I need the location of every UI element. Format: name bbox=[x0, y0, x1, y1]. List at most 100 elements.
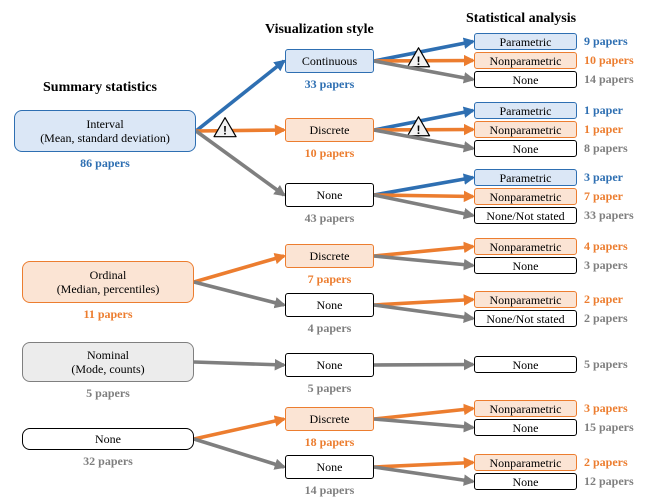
analysis-count: 15 papers bbox=[584, 420, 634, 434]
summary-node-ordinal: Ordinal (Median, percentiles) bbox=[22, 261, 194, 303]
analysis-count: 2 paper bbox=[584, 292, 623, 306]
visualization-node-interval-continuous: Continuous bbox=[285, 49, 374, 73]
flow-arrow bbox=[373, 403, 476, 421]
flow-arrow bbox=[373, 193, 476, 220]
analysis-label: Parametric bbox=[499, 103, 552, 118]
visualization-label: None bbox=[316, 298, 343, 312]
visualization-node-none-discrete: Discrete bbox=[285, 407, 374, 431]
flow-arrow bbox=[373, 358, 476, 371]
flow-arrow bbox=[373, 241, 476, 258]
flow-arrow bbox=[195, 124, 287, 136]
analysis-label: None bbox=[512, 357, 539, 372]
analysis-label: None bbox=[512, 141, 539, 156]
analysis-node-a10: Nonparametric bbox=[474, 238, 577, 255]
analysis-label: None/Not stated bbox=[486, 208, 565, 223]
flow-arrow bbox=[373, 294, 476, 307]
analysis-count: 1 paper bbox=[584, 122, 623, 136]
analysis-label: Nonparametric bbox=[489, 292, 562, 307]
visualization-label: None bbox=[316, 358, 343, 372]
flow-arrow bbox=[373, 303, 476, 323]
analysis-node-a9: None/Not stated bbox=[474, 207, 577, 224]
flow-arrow bbox=[373, 128, 476, 153]
flow-arrow bbox=[373, 465, 476, 486]
analysis-count: 1 paper bbox=[584, 103, 623, 117]
analysis-count: 12 papers bbox=[584, 474, 634, 488]
summary-label: Ordinal (Median, percentiles) bbox=[56, 268, 160, 296]
visualization-count: 5 papers bbox=[307, 381, 352, 395]
visualization-label: None bbox=[316, 188, 343, 202]
analysis-label: None bbox=[512, 420, 539, 435]
visualization-count: 43 papers bbox=[304, 211, 355, 225]
analysis-label: Nonparametric bbox=[489, 455, 562, 470]
analysis-node-a11: None bbox=[474, 257, 577, 274]
visualization-header: Visualization style bbox=[265, 22, 374, 37]
analysis-node-a8: Nonparametric bbox=[474, 188, 577, 205]
flow-arrow bbox=[194, 129, 286, 197]
visualization-count: 18 papers bbox=[304, 435, 355, 449]
warning-triangle-icon: ! bbox=[406, 47, 431, 68]
summary-count: 11 papers bbox=[83, 307, 133, 321]
visualization-node-nominal-none: None bbox=[285, 353, 374, 377]
flow-arrow bbox=[373, 190, 476, 203]
warning-triangle-icon: ! bbox=[213, 117, 237, 138]
analysis-label: None bbox=[512, 474, 539, 489]
analysis-count: 10 papers bbox=[584, 53, 634, 67]
visualization-count: 10 papers bbox=[304, 146, 355, 160]
analysis-label: Parametric bbox=[499, 34, 552, 49]
visualization-label: Discrete bbox=[309, 249, 350, 263]
analysis-node-a6: None bbox=[474, 140, 577, 157]
flow-arrow bbox=[373, 37, 476, 63]
flow-arrow bbox=[194, 59, 286, 133]
visualization-count: 14 papers bbox=[304, 483, 355, 497]
analysis-label: Parametric bbox=[499, 170, 552, 185]
analysis-node-a13: None/Not stated bbox=[474, 310, 577, 327]
analysis-count: 3 papers bbox=[584, 258, 628, 272]
summary-label: Interval (Mean, standard deviation) bbox=[40, 117, 170, 145]
svg-text:!: ! bbox=[417, 123, 421, 137]
summary-count: 5 papers bbox=[86, 386, 130, 400]
summary-node-nominal: Nominal (Mode, counts) bbox=[22, 342, 194, 382]
summary-header: Summary statistics bbox=[43, 80, 157, 95]
warning-triangle-icon: ! bbox=[406, 116, 431, 137]
summary-node-interval: Interval (Mean, standard deviation) bbox=[14, 110, 196, 152]
analysis-node-a3: None bbox=[474, 71, 577, 88]
flow-arrow bbox=[373, 59, 476, 84]
analysis-count: 14 papers bbox=[584, 72, 634, 86]
analysis-label: None bbox=[512, 72, 539, 87]
analysis-node-a16: None bbox=[474, 419, 577, 436]
analysis-label: Nonparametric bbox=[489, 239, 562, 254]
flow-arrow bbox=[193, 415, 287, 441]
flow-arrow bbox=[193, 280, 287, 309]
summary-count: 32 papers bbox=[83, 454, 133, 468]
summary-label: Nominal (Mode, counts) bbox=[71, 348, 145, 376]
analysis-count: 8 papers bbox=[584, 141, 628, 155]
visualization-label: Discrete bbox=[309, 412, 350, 426]
flow-arrow bbox=[193, 253, 287, 284]
analysis-label: Nonparametric bbox=[489, 401, 562, 416]
analysis-label: None/Not stated bbox=[486, 311, 565, 326]
summary-node-none: None bbox=[22, 428, 194, 450]
analysis-node-a14: None bbox=[474, 356, 577, 373]
analysis-node-a2: Nonparametric bbox=[474, 52, 577, 69]
analysis-count: 9 papers bbox=[584, 34, 628, 48]
analysis-header: Statistical analysis bbox=[466, 11, 577, 26]
visualization-count: 7 papers bbox=[307, 272, 352, 286]
visualization-label: Continuous bbox=[301, 54, 358, 68]
analysis-label: Nonparametric bbox=[489, 53, 562, 68]
flow-arrow bbox=[373, 254, 476, 271]
visualization-count: 4 papers bbox=[307, 321, 352, 335]
summary-count: 86 papers bbox=[80, 156, 130, 170]
analysis-node-a4: Parametric bbox=[474, 102, 577, 119]
flow-arrow bbox=[193, 437, 287, 470]
analysis-count: 2 papers bbox=[584, 455, 628, 469]
analysis-count: 4 papers bbox=[584, 239, 628, 253]
analysis-count: 33 papers bbox=[584, 208, 634, 222]
analysis-label: Nonparametric bbox=[489, 122, 562, 137]
flow-arrow bbox=[373, 173, 476, 197]
analysis-node-a17: Nonparametric bbox=[474, 454, 577, 471]
flow-arrow bbox=[373, 457, 476, 469]
visualization-node-none-none: None bbox=[285, 455, 374, 479]
summary-label: None bbox=[95, 432, 121, 446]
